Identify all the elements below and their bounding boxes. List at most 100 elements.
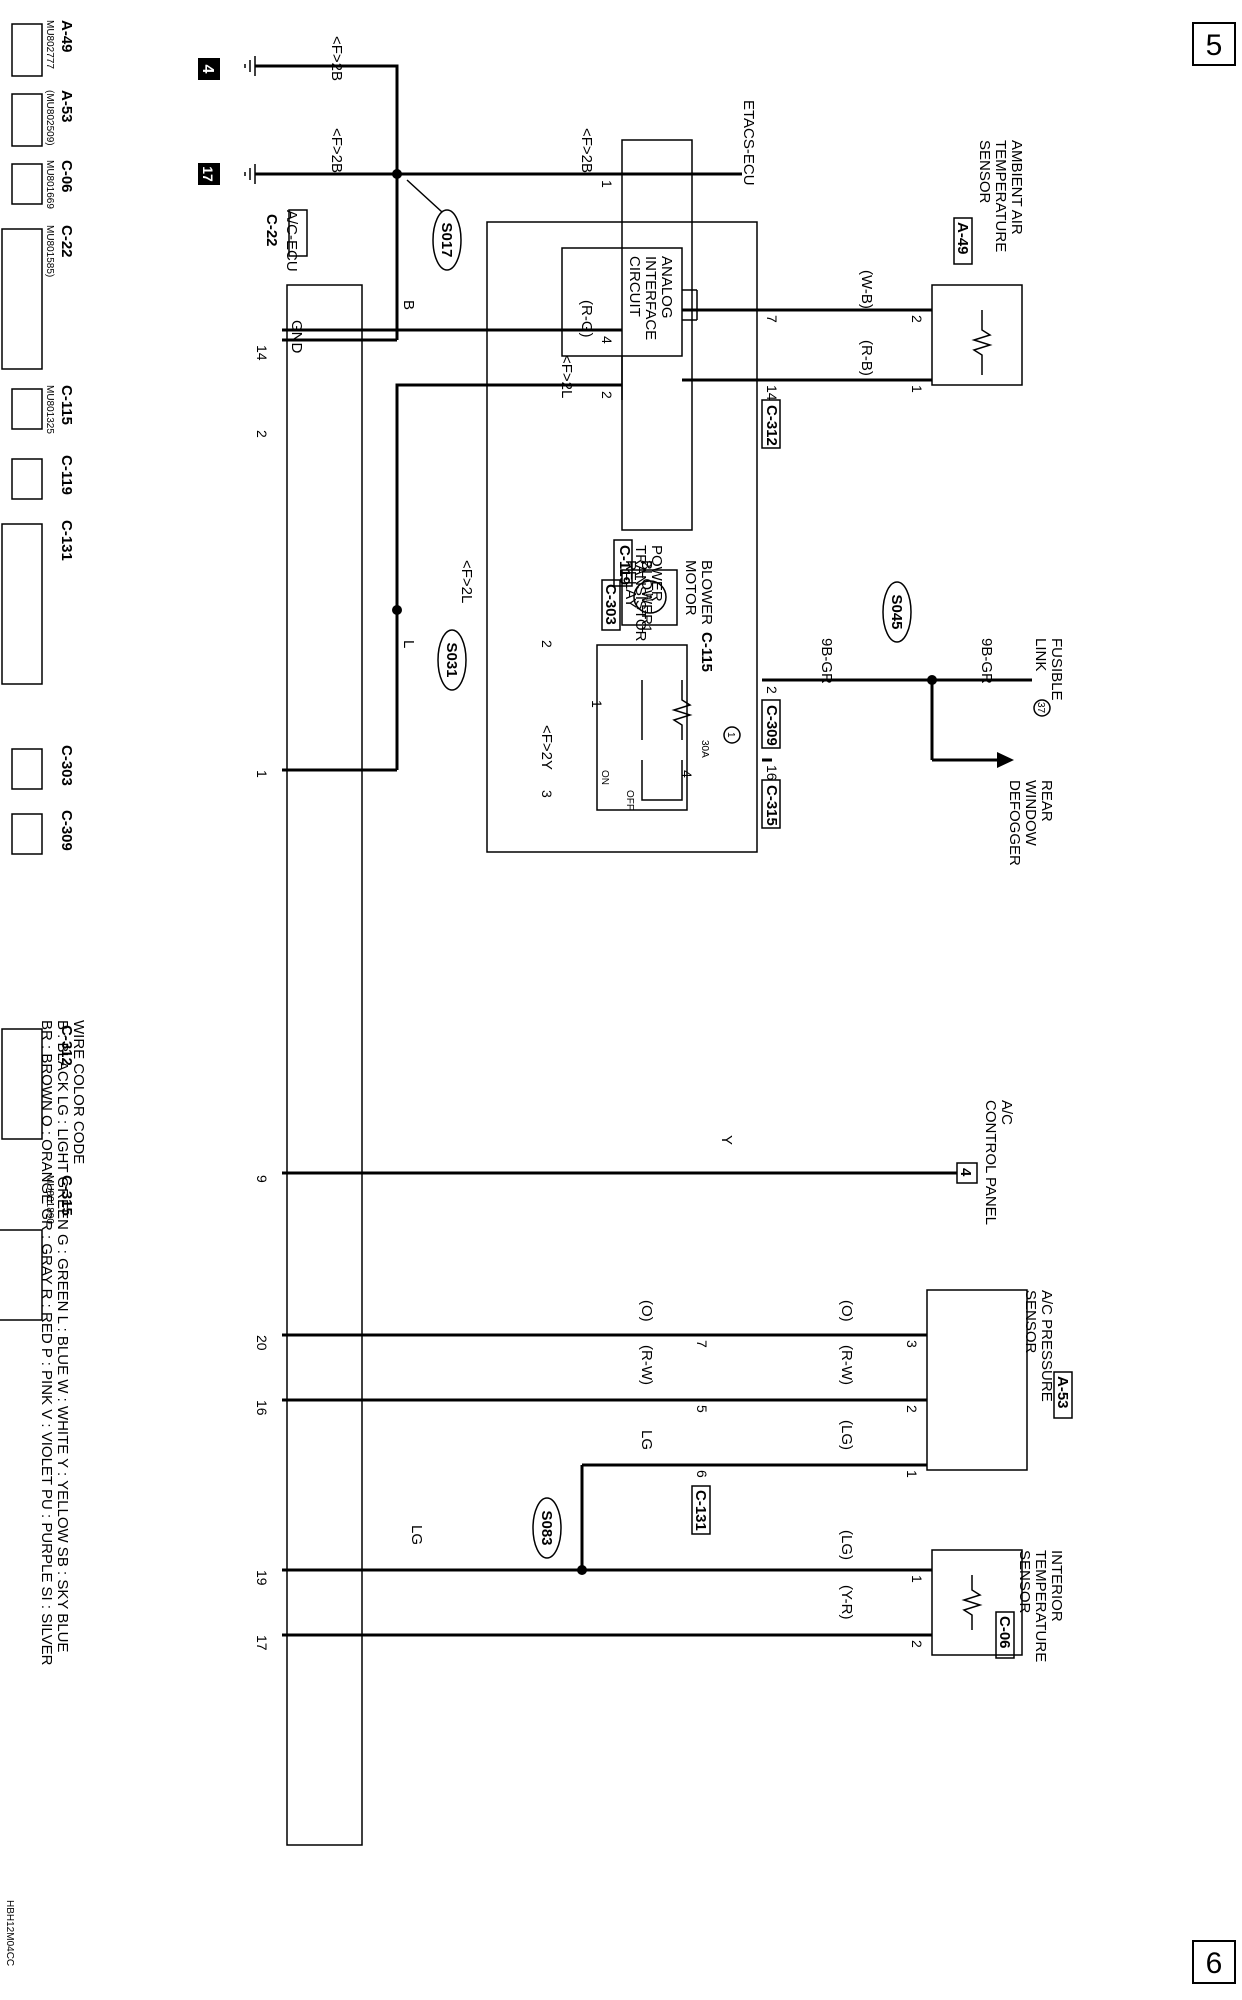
relay-fuse-num: 1 xyxy=(725,732,736,738)
pt-pin4: 4 xyxy=(599,336,615,344)
ecu-pin-14: 14 xyxy=(254,345,270,361)
conn-c315-id: C-315 xyxy=(58,1175,75,1216)
splice-s045-label: S045 xyxy=(888,594,905,629)
color-code-line1: B : BLACK LG : LIGHT GREEN G : GREEN L :… xyxy=(54,1020,71,1652)
wire-label-o-1: (O) xyxy=(838,1300,855,1322)
wire-label-lg-3: (LG) xyxy=(838,1530,855,1560)
blower-relay-box xyxy=(596,644,688,811)
splice-s017 xyxy=(432,209,462,271)
wire-label-rw-1: (R-W) xyxy=(838,1345,855,1385)
blower-motor: M xyxy=(621,569,678,626)
rear-defog-3: DEFOGGER xyxy=(1006,780,1023,866)
fusible-label-1: FUSIBLE xyxy=(1048,638,1065,701)
wire-label-rg: (R-G) xyxy=(578,300,595,338)
ambient-label-3: SENSOR xyxy=(976,140,993,204)
ground-bottom: 17 xyxy=(198,163,256,185)
wire-label-f2b-1: <F>2B xyxy=(328,36,345,81)
interior-sensor-conn: C-06 xyxy=(996,1616,1013,1649)
connector-table: A-49 MU802777 A-53 (MU802509) C-06 MU801… xyxy=(0,20,75,1321)
ground-bottom-label: 17 xyxy=(200,166,216,182)
ambient-label-2: TEMPERATURE xyxy=(992,140,1009,252)
relay-pin1: 1 xyxy=(589,700,605,708)
relay-pin4: 4 xyxy=(679,770,695,778)
splice-s045 xyxy=(882,581,912,643)
ac-panel-label-2: CONTROL PANEL xyxy=(982,1100,999,1225)
ecu-pin-2: 2 xyxy=(254,430,270,438)
c131-pin7: 7 xyxy=(694,1340,710,1348)
wire-label-lg-2: LG xyxy=(638,1430,655,1450)
wire-label-f2l-1: <F>2L xyxy=(558,355,575,398)
interior-label-3: SENSOR xyxy=(1016,1550,1033,1614)
power-transistor-box xyxy=(621,139,693,531)
blower-relay-label-2: RELAY xyxy=(622,560,639,608)
interior-sensor-box xyxy=(931,1549,1023,1656)
analog-label-1: ANALOG xyxy=(658,256,675,319)
bm-pin2: 2 xyxy=(639,560,655,568)
bm-pin1: 1 xyxy=(639,625,655,633)
conn-tag-c315: C-315 xyxy=(763,785,780,826)
ecu-pin-19: 19 xyxy=(254,1570,270,1586)
interior-label-1: INTERIOR xyxy=(1048,1550,1065,1622)
ecu-pin-gnd: GND xyxy=(288,320,305,354)
ac-panel-label-1: A/C xyxy=(998,1100,1015,1125)
power-transistor-conn: C-119 xyxy=(616,545,633,585)
relay-on-label: ON xyxy=(599,770,610,785)
conn-c312-id: C-312 xyxy=(58,1025,75,1066)
color-code-title: WIRE COLOR CODE xyxy=(70,1020,87,1164)
wire-label-f2l-2: <F>2L xyxy=(458,560,475,603)
etacs-ecu-label: ETACS-ECU xyxy=(740,100,757,186)
rear-defog-2: WINDOW xyxy=(1022,780,1039,847)
blower-relay-conn: C-303 xyxy=(602,584,619,625)
splice-s083-label: S083 xyxy=(538,1510,555,1545)
ac-pressure-conn: A-53 xyxy=(1054,1376,1071,1409)
analog-label-2: INTERFACE xyxy=(642,256,659,340)
wire-label-l: L xyxy=(400,640,417,648)
pt-pin2: 2 xyxy=(599,391,615,399)
conn-a53-part: (MU802509) xyxy=(44,90,55,146)
conn-tag-c309: C-309 xyxy=(763,705,780,746)
blower-relay-label-1: BLOWER xyxy=(638,560,655,625)
wire-label-9bgr-2: 9B-GR xyxy=(818,638,835,684)
ambient-sensor-box xyxy=(931,284,1023,386)
conn-a49-part: MU802777 xyxy=(44,20,55,69)
fusible-num: 37 xyxy=(1035,702,1046,714)
conn-a53-id: A-53 xyxy=(58,90,75,123)
splice-s017-label: S017 xyxy=(438,222,455,257)
fusible-label-2: LINK xyxy=(1032,638,1049,671)
conn-c303-id: C-303 xyxy=(58,745,75,786)
page-number-bottom: 6 xyxy=(1192,1940,1236,1984)
its-pin1: 1 xyxy=(909,1575,925,1583)
page-number-top: 5 xyxy=(1192,22,1236,66)
ambient-label-1: AMBIENT AIR xyxy=(1008,140,1025,235)
wire-label-lg-4: LG xyxy=(408,1525,425,1545)
ecu-pin-9: 9 xyxy=(254,1175,270,1183)
relay-off-label: OFF xyxy=(624,790,635,810)
wire-label-f2b-2: <F>2B xyxy=(328,128,345,173)
wire-label-y: Y xyxy=(718,1135,735,1145)
aps-pin2: 2 xyxy=(904,1405,920,1413)
amb-pin2: 2 xyxy=(909,315,925,323)
ac-pressure-label-1: A/C PRESSURE xyxy=(1038,1290,1055,1402)
wire-label-yr: (Y-R) xyxy=(838,1585,855,1619)
relay-pin2: 2 xyxy=(539,640,555,648)
ground-top-label: 4 xyxy=(199,65,216,74)
ac-ecu-conn: C-22 xyxy=(263,214,280,247)
conn-c315-part: MU801890 xyxy=(44,1175,55,1224)
aps-pin3: 3 xyxy=(904,1340,920,1348)
blower-motor-label-2: MOTOR xyxy=(682,560,699,616)
conn-c22-id: C-22 xyxy=(58,225,75,258)
conn-c131-id: C-131 xyxy=(58,520,75,561)
pt-pin1: 1 xyxy=(599,180,615,188)
c131-pin6: 6 xyxy=(694,1470,710,1478)
wire-label-rb: (R-B) xyxy=(858,340,875,376)
blower-motor-conn: C-115 xyxy=(698,632,715,672)
ecu-pin-1: 1 xyxy=(254,770,270,778)
etacs-pin7: 7 xyxy=(764,315,780,323)
wire-label-o-2: (O) xyxy=(638,1300,655,1322)
etacs-pin16: 16 xyxy=(764,765,780,781)
conn-c115-part: MU801325 xyxy=(44,385,55,434)
ac-pressure-box xyxy=(926,1289,1028,1471)
conn-c06-part: MU801669 xyxy=(44,160,55,209)
its-pin2: 2 xyxy=(909,1640,925,1648)
wire-label-rw-2: (R-W) xyxy=(638,1345,655,1385)
